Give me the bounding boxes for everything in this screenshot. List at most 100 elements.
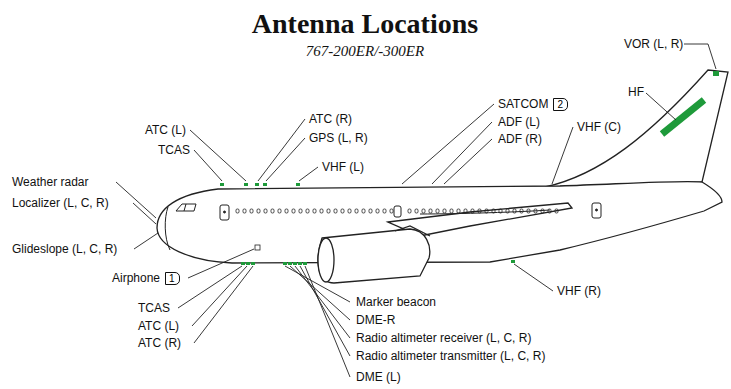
antenna-label: TCAS: [158, 143, 190, 157]
cabin-window: [243, 209, 246, 213]
vhf-antenna: [296, 183, 300, 186]
vor-antenna: [713, 71, 719, 76]
antenna-label: Weather radar: [12, 175, 88, 189]
gps-antenna: [263, 183, 267, 186]
dme-antenna: [303, 262, 307, 265]
ra-antenna: [298, 262, 302, 265]
antenna-label: Radio altimeter receiver (L, C, R): [356, 331, 531, 345]
callout-number: 2: [557, 99, 563, 110]
cabin-window: [278, 209, 281, 213]
cabin-window: [506, 209, 509, 213]
wing-root-line: [420, 210, 550, 214]
cabin-window: [527, 209, 530, 213]
aft-door: [592, 203, 601, 218]
cabin-window: [257, 209, 260, 213]
cabin-window: [478, 209, 481, 213]
antenna-label: ATC (L): [138, 319, 179, 333]
antenna-label: ADF (R): [498, 132, 542, 146]
cabin-window: [236, 209, 239, 213]
leader-lines: [116, 44, 716, 377]
antenna-label: ADF (L): [498, 115, 540, 129]
antenna-label: DME-R: [356, 313, 395, 327]
cabin-window: [415, 209, 418, 213]
forward-door: [220, 205, 229, 220]
antennas: [220, 71, 719, 265]
callout-number: 1: [169, 273, 175, 284]
cabin-window: [320, 209, 323, 213]
tcas-antenna: [220, 183, 224, 186]
cabin-window: [285, 209, 288, 213]
cabin-window: [520, 209, 523, 213]
antenna-label: Localizer (L, C, R): [12, 196, 109, 210]
cabin-window: [450, 209, 453, 213]
antenna-label: VHF (R): [557, 284, 601, 298]
cabin-window: [464, 209, 467, 213]
callout-box: 1: [165, 272, 180, 285]
vertical-fin: [545, 70, 728, 187]
cabin-window: [264, 209, 267, 213]
antenna-label: VHF (C): [577, 120, 621, 134]
cabin-window: [541, 209, 544, 213]
cabin-window: [376, 209, 379, 213]
antenna-label: ATC (R): [138, 336, 181, 350]
antenna-label: SATCOM: [498, 97, 548, 111]
cabin-window: [390, 209, 393, 213]
cabin-window: [327, 209, 330, 213]
antenna-label: DME (L): [356, 370, 401, 384]
door-handle: [596, 209, 598, 211]
atc-antenna: [255, 183, 259, 186]
antenna-label: ATC (L): [145, 123, 186, 137]
hf-antenna: [662, 100, 704, 134]
atc-antenna: [251, 262, 255, 265]
engine-inlet: [318, 238, 334, 282]
callout-box: 2: [553, 98, 568, 111]
antenna-label: VHF (L): [322, 160, 364, 174]
antenna-label: Radio altimeter transmitter (L, C, R): [356, 349, 545, 363]
cabin-window: [499, 209, 502, 213]
marker-antenna: [283, 262, 287, 265]
antenna-label: Airphone: [112, 271, 160, 285]
cabin-window: [355, 209, 358, 213]
atc-antenna: [246, 262, 250, 265]
radome-line: [165, 207, 170, 250]
cabin-window: [429, 209, 432, 213]
cockpit-window-frame: [184, 204, 186, 211]
cabin-window: [348, 209, 351, 213]
ra-antenna: [293, 262, 297, 265]
cabin-window: [313, 209, 316, 213]
cabin-window: [334, 209, 337, 213]
cabin-window: [250, 209, 253, 213]
cabin-window: [534, 209, 537, 213]
cabin-window: [443, 209, 446, 213]
cabin-window: [306, 209, 309, 213]
subtitle: 767-200ER/-300ER: [306, 42, 424, 60]
overwing-exit: [394, 206, 401, 217]
cabin-window: [513, 209, 516, 213]
cabin-window: [485, 209, 488, 213]
antenna-label: Marker beacon: [356, 295, 436, 309]
airphone-antenna: [255, 245, 260, 250]
cabin-window: [457, 209, 460, 213]
cabin-window: [408, 209, 411, 213]
cabin-window: [383, 209, 386, 213]
cabin-window: [555, 209, 558, 213]
dme-antenna: [288, 262, 292, 265]
vhf-antenna: [511, 260, 515, 263]
door-handle: [224, 211, 226, 213]
cabin-window: [271, 209, 274, 213]
antenna-label: VOR (L, R): [624, 37, 683, 51]
cabin-window: [492, 209, 495, 213]
engine-pylon: [395, 226, 430, 236]
atc-antenna: [244, 183, 248, 186]
tcas-antenna: [241, 262, 245, 265]
antenna-label: Glideslope (L, C, R): [12, 242, 117, 256]
cabin-window: [362, 209, 365, 213]
cockpit-window: [176, 204, 196, 211]
cabin-window: [471, 209, 474, 213]
antenna-label: TCAS: [138, 301, 170, 315]
cabin-window: [369, 209, 372, 213]
cabin-window: [299, 209, 302, 213]
antenna-label: GPS (L, R): [309, 131, 368, 145]
cabin-window: [548, 209, 551, 213]
